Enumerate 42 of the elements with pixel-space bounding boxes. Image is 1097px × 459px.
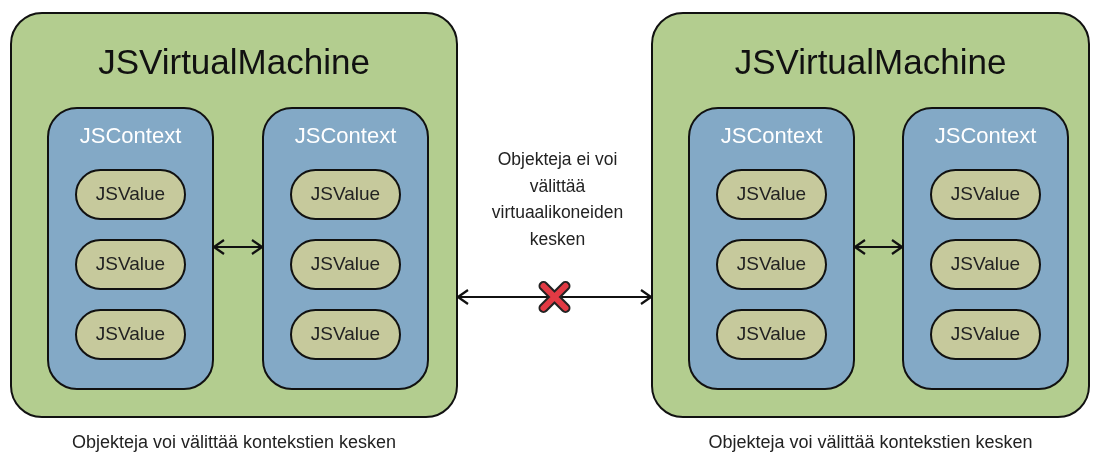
value-text: JSValue — [949, 323, 1022, 345]
double-arrow — [212, 238, 264, 256]
value-text: JSValue — [309, 323, 382, 345]
value-pill — [290, 309, 401, 360]
value-text: JSValue — [735, 183, 808, 205]
value-pill — [930, 239, 1041, 290]
value-pill — [716, 169, 827, 220]
context-box — [688, 107, 855, 390]
value-text: JSValue — [309, 253, 382, 275]
double-arrow — [456, 288, 653, 306]
value-pill — [75, 169, 186, 220]
value-pill — [75, 239, 186, 290]
value-text: JSValue — [94, 183, 167, 205]
value-text: JSValue — [949, 253, 1022, 275]
context-title: JSContext — [78, 123, 183, 149]
context-box — [262, 107, 429, 390]
value-text: JSValue — [309, 183, 382, 205]
context-title: JSContext — [933, 123, 1038, 149]
value-pill — [930, 169, 1041, 220]
value-text: JSValue — [735, 253, 808, 275]
virtual-machine-box — [10, 12, 458, 418]
machine-title: JSVirtualMachine — [97, 42, 371, 82]
context-box — [902, 107, 1069, 390]
value-text: JSValue — [949, 183, 1022, 205]
value-pill — [75, 309, 186, 360]
context-title: JSContext — [719, 123, 824, 149]
double-arrow — [853, 238, 904, 256]
context-box — [47, 107, 214, 390]
note-text: Objekteja ei voi välittää virtuaalikoneiden kesken — [490, 148, 625, 251]
value-pill — [930, 309, 1041, 360]
context-title: JSContext — [293, 123, 398, 149]
machine-title: JSVirtualMachine — [733, 42, 1008, 82]
value-pill — [290, 239, 401, 290]
value-text: JSValue — [735, 323, 808, 345]
value-pill — [716, 239, 827, 290]
value-text: JSValue — [94, 323, 167, 345]
value-pill — [290, 169, 401, 220]
caption-text: Objekteja voi välittää kontekstien kesken — [70, 432, 398, 453]
caption-text: Objekteja voi välittää kontekstien kesken — [707, 432, 1034, 453]
virtual-machine-box — [651, 12, 1090, 418]
value-pill — [716, 309, 827, 360]
value-text: JSValue — [94, 253, 167, 275]
